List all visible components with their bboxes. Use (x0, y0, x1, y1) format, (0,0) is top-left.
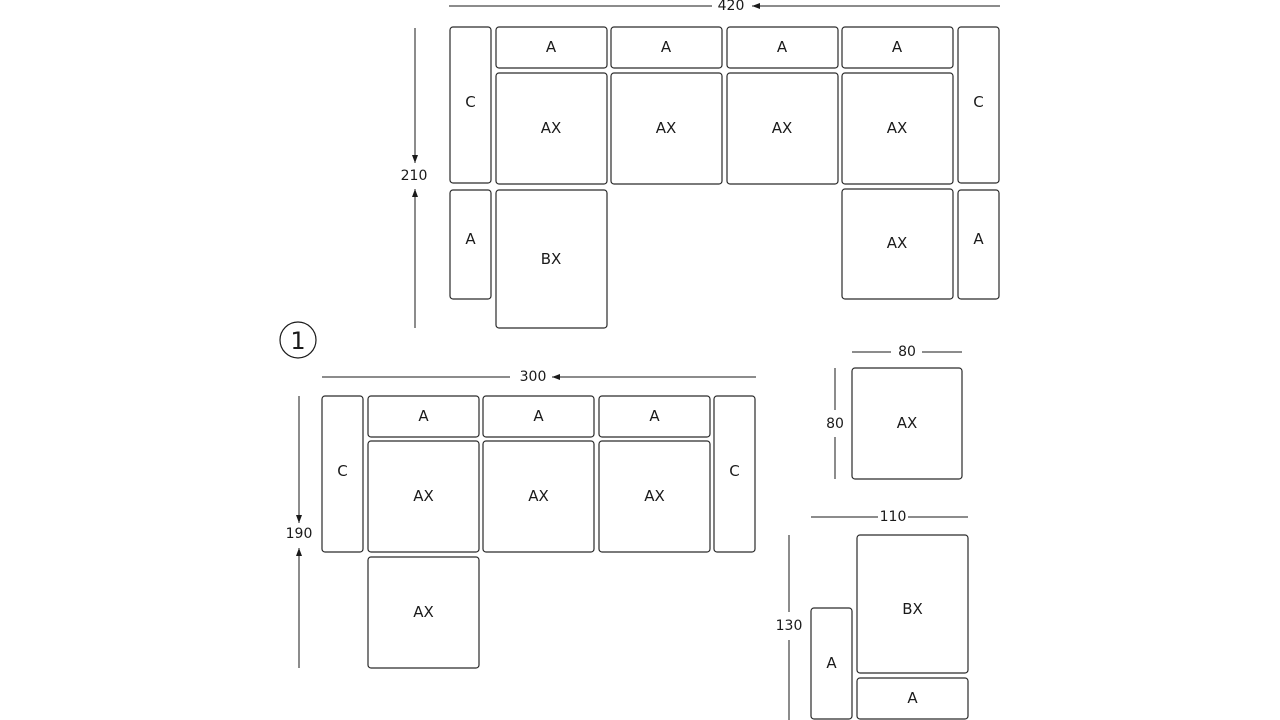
module-label: C (337, 462, 347, 480)
module-label: C (729, 462, 739, 480)
module-a: A (957, 189, 1000, 300)
module-label: A (649, 407, 660, 425)
module-label: AX (887, 119, 908, 137)
module-label: A (661, 38, 672, 56)
module-ax: AX (841, 72, 954, 185)
module-a: A (495, 26, 608, 69)
config-1: 1 300 190 C A A A C AX AX AX AX (279, 321, 756, 669)
module-a: A (726, 26, 839, 69)
module-bx: BX (856, 534, 969, 674)
module-a: A (610, 26, 723, 69)
module-label: A (533, 407, 544, 425)
config-top: 420 210 C A A A A C AX AX AX AX A BX AX … (401, 0, 1000, 329)
module-ax: AX (367, 556, 480, 669)
module-ax: AX (610, 72, 723, 185)
module-a: A (856, 677, 969, 720)
height-label: 210 (401, 168, 428, 184)
width-label: 300 (520, 369, 547, 385)
module-label: A (826, 654, 837, 672)
module-label: AX (541, 119, 562, 137)
module-ax: AX (495, 72, 608, 185)
width-label: 420 (718, 0, 745, 14)
module-a: A (841, 26, 954, 69)
module-label: A (777, 38, 788, 56)
module-c: C (321, 395, 364, 553)
module-label: A (907, 689, 918, 707)
module-label: AX (413, 603, 434, 621)
height-label: 190 (286, 526, 313, 542)
module-label: C (973, 93, 983, 111)
module-ax: AX (726, 72, 839, 185)
module-label: AX (644, 487, 665, 505)
module-a: A (449, 189, 492, 300)
module-label: A (546, 38, 557, 56)
module-a: A (367, 395, 480, 438)
width-label: 80 (898, 344, 916, 360)
module-a: A (810, 607, 853, 720)
module-ax: AX (841, 188, 954, 300)
chaise-config: 110 130 BX A A (776, 509, 969, 720)
height-label: 80 (826, 416, 844, 432)
height-label: 130 (776, 618, 803, 634)
single-ax: 80 80 AX (826, 344, 963, 480)
module-ax: AX (598, 440, 711, 553)
module-bx: BX (495, 189, 608, 329)
module-c: C (713, 395, 756, 553)
module-c: C (449, 26, 492, 184)
module-label: AX (656, 119, 677, 137)
module-ax: AX (482, 440, 595, 553)
config-number: 1 (290, 327, 305, 355)
module-c: C (957, 26, 1000, 184)
module-label: AX (528, 487, 549, 505)
module-ax: AX (851, 367, 963, 480)
module-label: AX (413, 487, 434, 505)
module-label: BX (541, 250, 562, 268)
config-number-badge: 1 (279, 321, 317, 359)
module-label: A (465, 230, 476, 248)
module-label: C (465, 93, 475, 111)
module-label: A (892, 38, 903, 56)
module-label: AX (772, 119, 793, 137)
module-a: A (598, 395, 711, 438)
module-label: A (418, 407, 429, 425)
module-a: A (482, 395, 595, 438)
module-ax: AX (367, 440, 480, 553)
module-label: BX (902, 600, 923, 618)
module-label: AX (897, 414, 918, 432)
width-label: 110 (880, 509, 907, 525)
module-label: A (973, 230, 984, 248)
module-label: AX (887, 234, 908, 252)
